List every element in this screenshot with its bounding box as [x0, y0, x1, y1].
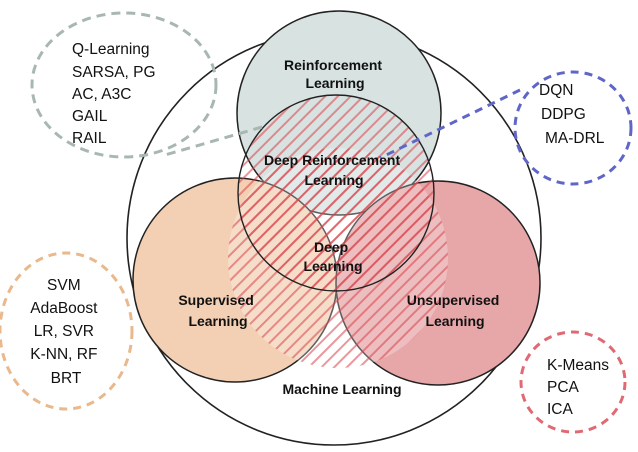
- deep-reinforcement-learning-outline: [237, 94, 435, 292]
- rl-algo-item: Q-Learning: [72, 41, 150, 58]
- reinforcement-label-line-1: Reinforcement: [284, 57, 382, 73]
- unsupervised-algo-item: K-Means: [547, 357, 609, 374]
- deep-rl-label-line-2: Learning: [304, 172, 363, 188]
- reinforcement-learning-label: Reinforcement Learning: [284, 57, 386, 91]
- deep-learning-label: Deep Learning: [303, 239, 362, 274]
- supervised-algo-item: LR, SVR: [34, 323, 94, 340]
- drl-algorithms-callout: [513, 70, 633, 186]
- deep-rl-label-line-1: Deep Reinforcement: [264, 152, 400, 168]
- deep-label-line-2: Learning: [303, 258, 362, 274]
- supervised-algorithms-list: SVM AdaBoost LR, SVR K-NN, RF BRT: [30, 277, 102, 387]
- unsupervised-label-line-1: Unsupervised: [407, 292, 500, 308]
- unsupervised-algo-item: ICA: [547, 401, 574, 418]
- deep-reinforcement-learning-circle: [238, 95, 434, 291]
- machine-learning-label: Machine Learning: [282, 381, 401, 397]
- unsupervised-label-line-2: Learning: [425, 313, 484, 329]
- rl-algo-item: GAIL: [72, 108, 108, 125]
- drl-algo-item: MA-DRL: [545, 130, 605, 147]
- unsupervised-algorithms-list: K-Means PCA ICA: [547, 357, 613, 418]
- reinforcement-label-line-2: Learning: [305, 75, 364, 91]
- supervised-algo-item: SVM: [47, 277, 81, 294]
- rl-algorithms-callout: [30, 11, 218, 159]
- deep-reinforcement-learning-label: Deep Reinforcement Learning: [264, 152, 404, 188]
- supervised-label-line-2: Learning: [188, 313, 247, 329]
- rl-connector-line: [164, 125, 263, 157]
- drl-algo-item: DDPG: [541, 106, 586, 123]
- supervised-algo-item: AdaBoost: [30, 300, 98, 317]
- unsupervised-algorithms-callout: [519, 330, 627, 434]
- rl-algo-item: SARSA, PG: [72, 64, 156, 81]
- drl-algorithms-list: DQN DDPG MA-DRL: [539, 82, 605, 147]
- unsupervised-algo-item: PCA: [547, 379, 580, 396]
- deep-label-line-1: Deep: [314, 239, 348, 255]
- supervised-algo-item: K-NN, RF: [30, 346, 97, 363]
- supervised-label-line-1: Supervised: [178, 292, 253, 308]
- drl-connector-line: [379, 88, 521, 160]
- drl-algo-item: DQN: [539, 82, 573, 99]
- supervised-algo-item: BRT: [51, 370, 82, 387]
- rl-algo-item: RAIL: [72, 130, 107, 147]
- rl-algo-item: AC, A3C: [72, 86, 131, 103]
- unsupervised-learning-label: Unsupervised Learning: [407, 292, 503, 329]
- supervised-algorithms-callout: [0, 251, 134, 411]
- rl-algorithms-list: Q-Learning SARSA, PG AC, A3C GAIL RAIL: [72, 41, 160, 147]
- supervised-learning-label: Supervised Learning: [178, 292, 257, 329]
